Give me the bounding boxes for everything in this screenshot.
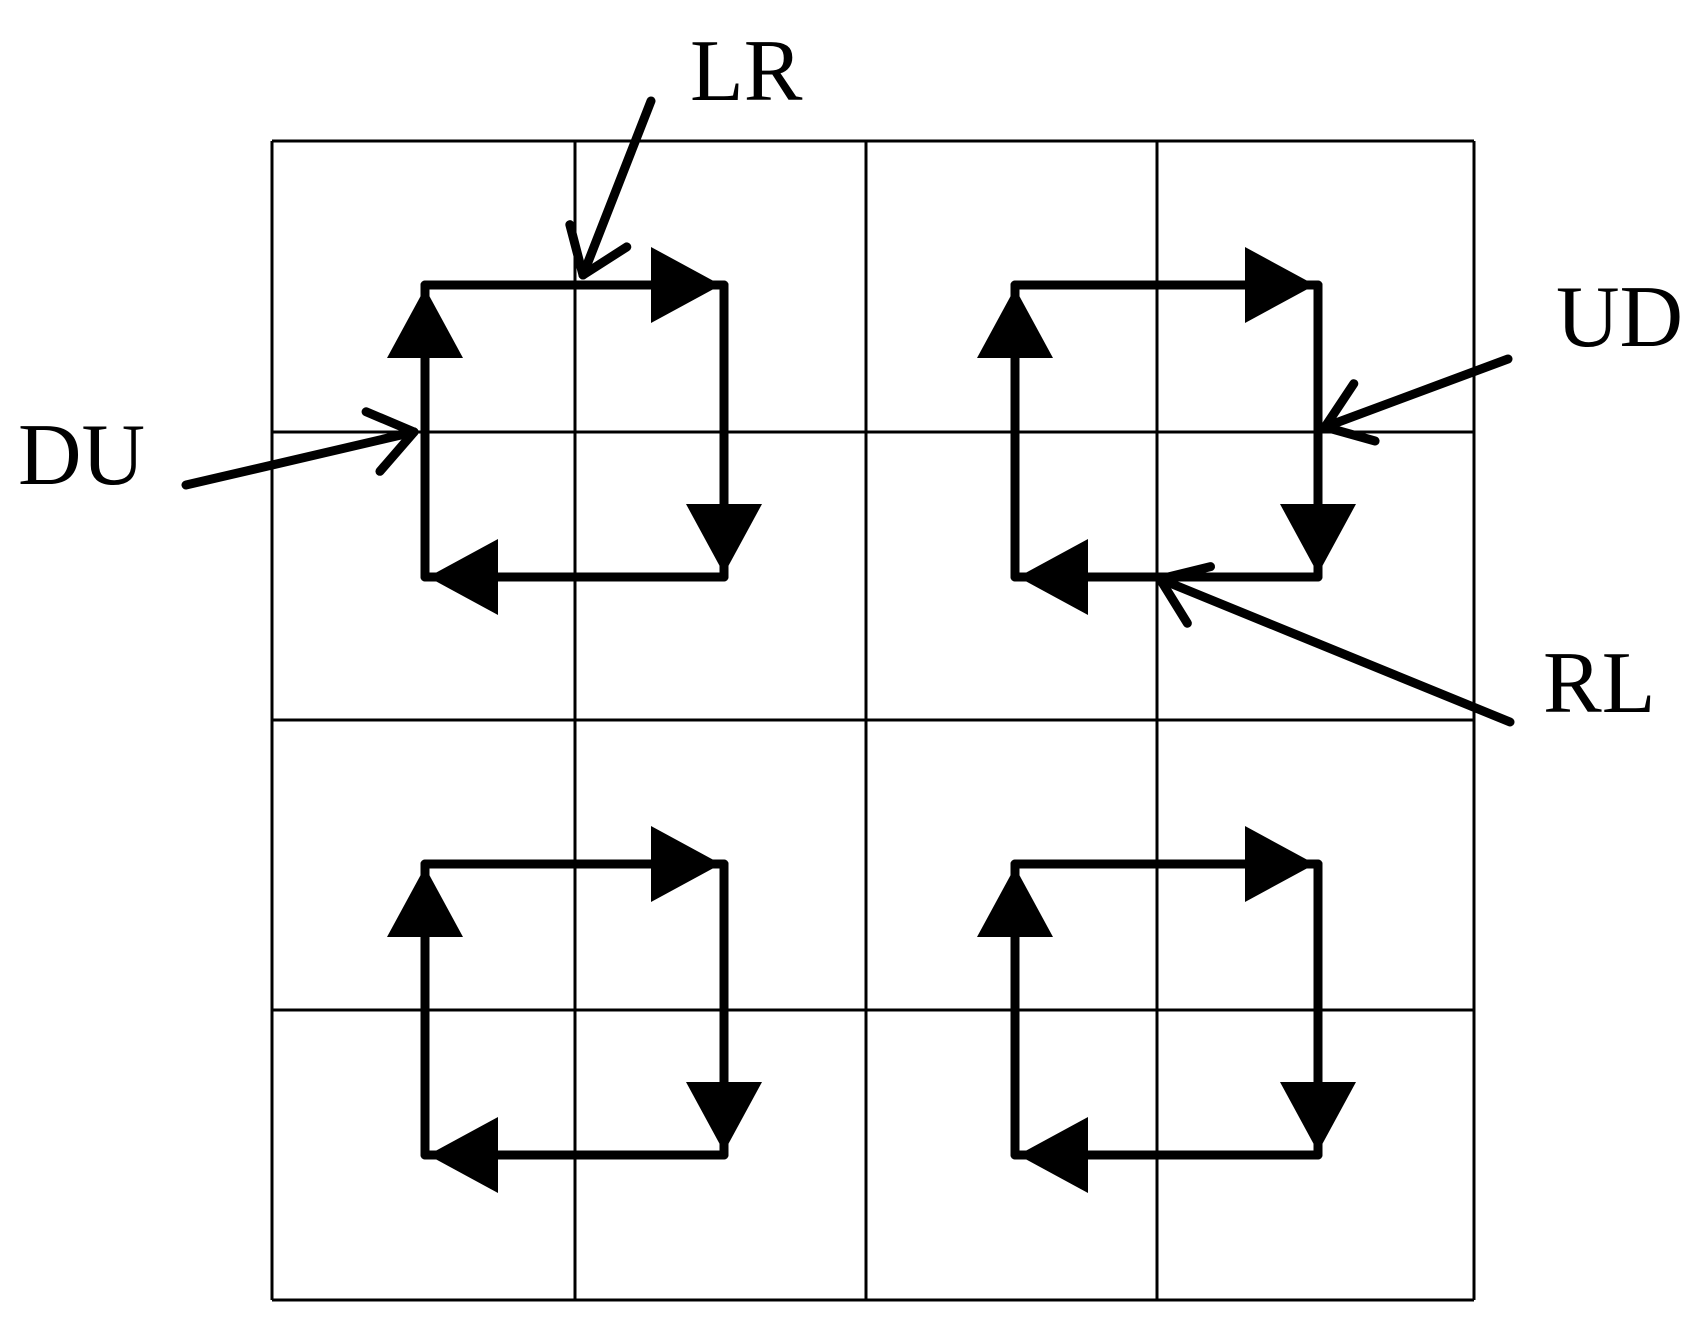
leader-rl [1155, 562, 1515, 727]
arrowhead-left [1018, 1117, 1088, 1193]
arrowhead-down [686, 504, 762, 574]
arrowhead-right [1245, 826, 1315, 902]
grid [270, 139, 1476, 1302]
leader-du [181, 407, 419, 490]
label-ud: UD [1556, 269, 1684, 366]
arrow-loops [387, 247, 1356, 1193]
loop-3 [387, 826, 762, 1193]
arrowhead-up [977, 288, 1053, 358]
leader-arrowhead-barb-1 [361, 407, 419, 437]
arrowhead-left [428, 1117, 498, 1193]
arrowhead-right [1245, 247, 1315, 323]
leader-arrowhead-barb-2 [1320, 379, 1359, 432]
arrowhead-right [651, 826, 721, 902]
leader-ud [1320, 354, 1513, 446]
leader-lr [565, 96, 656, 280]
arrowhead-down [1280, 504, 1356, 574]
leader-arrowhead-barb-1 [578, 242, 632, 280]
leader-line [1320, 354, 1513, 432]
arrowhead-down [1280, 1082, 1356, 1152]
leader-arrowhead-barb-2 [1155, 562, 1216, 584]
leader-arrowhead-barb-2 [565, 220, 588, 280]
leader-line [578, 96, 656, 280]
arrowhead-up [977, 867, 1053, 937]
label-leaders [181, 96, 1515, 727]
label-lr: LR [690, 23, 803, 120]
label-du: DU [18, 407, 146, 504]
leader-arrowhead-barb-1 [1155, 574, 1192, 628]
leader-line [181, 427, 419, 490]
loop-2 [977, 247, 1356, 615]
arrowhead-left [428, 539, 498, 615]
leader-arrowhead-barb-2 [375, 427, 419, 476]
arrowhead-up [387, 288, 463, 358]
arrowhead-right [651, 247, 721, 323]
leader-arrowhead-barb-1 [1320, 422, 1380, 446]
arrowhead-up [387, 867, 463, 937]
arrowhead-left [1018, 539, 1088, 615]
arrowhead-down [686, 1082, 762, 1152]
loop-4 [977, 826, 1356, 1193]
leader-line [1155, 574, 1515, 727]
loop-1 [387, 247, 762, 615]
label-rl: RL [1543, 635, 1656, 732]
